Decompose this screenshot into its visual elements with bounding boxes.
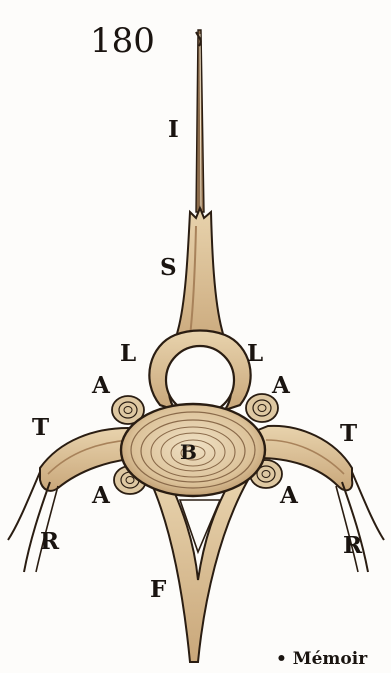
label-A-upper-right: A xyxy=(272,374,290,397)
label-A-upper-left: A xyxy=(92,374,110,397)
label-I: I xyxy=(168,118,179,141)
label-R-left: R xyxy=(40,530,59,553)
label-L-left: L xyxy=(120,342,136,365)
label-B: B xyxy=(180,442,197,462)
label-S: S xyxy=(160,256,177,279)
label-L-right: L xyxy=(247,342,263,365)
label-A-lower-right: A xyxy=(280,484,298,507)
label-T-left: T xyxy=(32,416,49,439)
footnote-fragment: • Mémoir xyxy=(276,651,367,668)
label-F: F xyxy=(150,578,166,601)
label-A-lower-left: A xyxy=(92,484,110,507)
label-R-right: R xyxy=(343,534,362,557)
label-T-right: T xyxy=(340,422,357,445)
interspinous-rod xyxy=(196,30,204,212)
